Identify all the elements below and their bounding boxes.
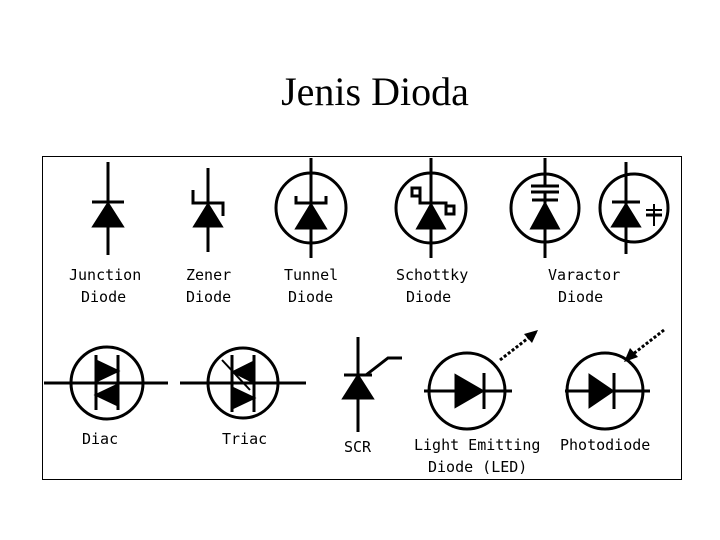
led-symbol [424,330,538,431]
triac-symbol [180,346,306,420]
zener-diode-symbol [191,168,225,252]
junction-diode-symbol [91,162,125,255]
photodiode-symbol [565,328,665,431]
triac-label: Triac [222,430,268,448]
diagram-frame [42,156,682,480]
diac-label: Diac [82,430,119,448]
scr-label: SCR [344,438,372,456]
tunnel-diode-symbol [274,158,348,258]
varactor-diode-symbol-1 [509,158,581,258]
photodiode-label: Photodiode [560,436,651,454]
schottky-diode-symbol [394,158,468,258]
varactor-diode-symbol-2 [598,162,670,254]
scr-symbol [341,337,402,432]
page-title: Jenis Dioda [281,69,469,114]
diac-symbol [44,345,168,421]
